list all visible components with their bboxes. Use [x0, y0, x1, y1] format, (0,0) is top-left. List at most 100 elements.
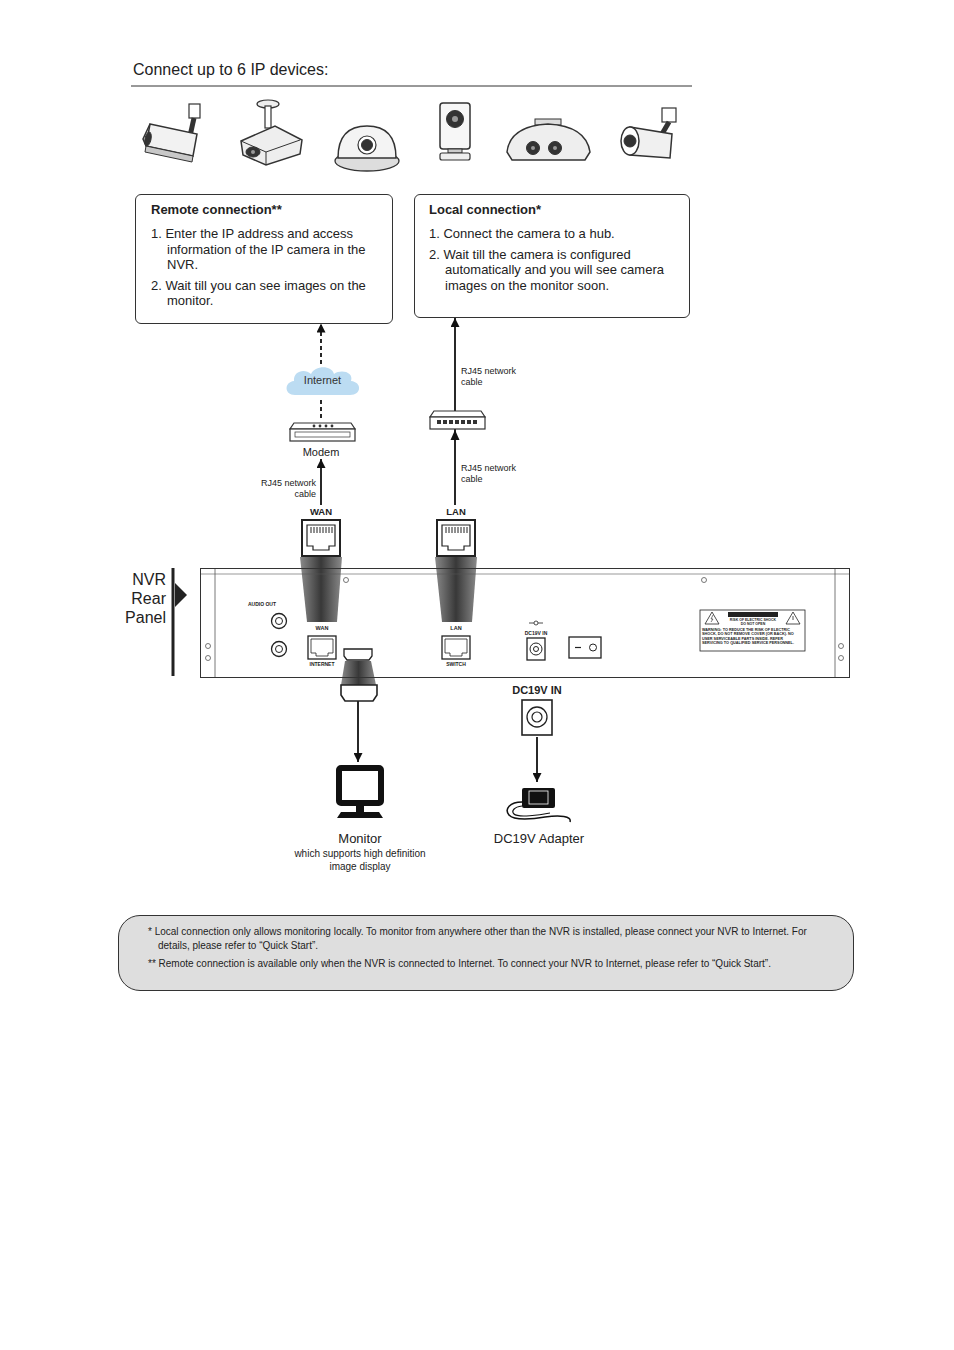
rj45-port-large [307, 525, 335, 550]
box-heading: Local connection* [429, 202, 681, 218]
audio-jack [276, 646, 283, 653]
connector [320, 459, 322, 505]
bullet-camera [624, 135, 636, 147]
modem-icon [295, 432, 350, 437]
rj45-port-large [446, 527, 467, 533]
dc-jack-small [527, 638, 545, 660]
rj45-port-small [308, 636, 336, 659]
title-rule [131, 86, 692, 87]
edge-label-holder: RJ45 network cable [461, 366, 521, 387]
port-label: WAN [299, 505, 343, 518]
flat-camera [507, 124, 590, 160]
connector [320, 397, 322, 418]
hdmi-port-large [341, 685, 377, 701]
network-hub [467, 420, 471, 424]
warning-plate [700, 610, 805, 651]
icon-space [497, 697, 577, 737]
warning-plate [705, 612, 719, 624]
dc-jack-large [527, 707, 547, 727]
modem-icon [290, 423, 355, 441]
cable-label: RJ45 network cable [461, 366, 521, 387]
port-caption: INTERNET [302, 661, 342, 667]
bullet-camera [143, 104, 200, 162]
monitor-icon [356, 806, 364, 812]
polarity-symbol [529, 621, 543, 625]
bullet-camera [189, 104, 200, 118]
box-heading: Remote connection** [151, 202, 384, 218]
modem-icon [325, 425, 328, 428]
warning-heading: RISK OF ELECTRIC SHOCK DO NOT OPEN [728, 618, 778, 626]
dome-camera [358, 136, 376, 154]
dc-jack-small [530, 643, 542, 655]
step-text: 2. Wait till you can see images on the m… [151, 278, 384, 309]
bullet-camera [662, 108, 676, 122]
port-caption: AUDIO OUT [238, 601, 286, 607]
step-text: 2. Wait till the camera is configured au… [429, 247, 681, 294]
panel-detail [835, 569, 836, 677]
hdmi-port-small [344, 649, 372, 660]
footnote-text: * Local connection only allows monitorin… [148, 925, 833, 953]
ceiling-camera [266, 152, 267, 165]
power-input-port: DC19V IN [497, 683, 577, 737]
ceiling-camera [265, 106, 271, 128]
ceiling-camera [246, 147, 260, 157]
label-holder: LAN [436, 625, 476, 631]
polarity-symbol [538, 623, 543, 624]
network-hub [437, 420, 441, 424]
modem-icon [290, 423, 355, 429]
port-caption: LAN [436, 625, 476, 631]
panel-heading: NVR Rear Panel [118, 570, 166, 627]
modem-icon [290, 429, 355, 441]
warning-plate [793, 616, 794, 620]
network-hub [430, 411, 485, 429]
label-holder: WAN [302, 625, 342, 631]
dome-camera [335, 126, 399, 171]
panel-detail [206, 644, 211, 649]
power-switch [590, 644, 597, 651]
cable-label: RJ45 network cable [252, 478, 316, 499]
label-holder: INTERNET [302, 661, 342, 667]
ceiling-camera [241, 126, 302, 165]
icon-space [434, 518, 478, 556]
internet-cloud: Internet [283, 364, 362, 397]
adapter-icon [529, 791, 548, 804]
port-zoom-band [435, 557, 477, 622]
power-switch [569, 637, 601, 658]
network-hub [449, 420, 453, 424]
bullet-camera [621, 127, 639, 155]
flat-camera [549, 142, 562, 155]
lan-port: LAN [434, 505, 478, 556]
cube-camera [452, 116, 458, 122]
bullet-camera [145, 146, 193, 162]
ceiling-camera [241, 100, 302, 165]
label-holder: RJ45 network cable [461, 463, 521, 484]
panel-bracket [172, 568, 175, 676]
monitor: Monitorwhich supports high definition im… [280, 762, 440, 873]
network-hub [443, 420, 447, 424]
port-caption: SWITCH [436, 661, 476, 667]
adapter-icon [507, 788, 570, 822]
rj45-port-large [311, 527, 332, 533]
connector [320, 324, 322, 365]
modem-icon [331, 425, 334, 428]
rj45-port-small [445, 639, 467, 656]
title-holder: Connect up to 6 IP devices: [133, 60, 328, 79]
warning-plate [786, 612, 800, 624]
cloud-label: Internet [283, 364, 362, 397]
panel-detail [839, 644, 844, 649]
panel-bracket [175, 583, 187, 607]
monitor-icon [339, 768, 381, 803]
port-label: DC19V IN [497, 683, 577, 697]
panel-detail [839, 656, 844, 661]
rj45-port-small [308, 636, 336, 659]
flat-camera [553, 146, 557, 150]
warning-text: WARNING: TO REDUCE THE RISK OF ELECTRIC … [702, 628, 803, 645]
network-hub [473, 420, 477, 424]
dome-camera [338, 126, 396, 158]
dc-jack-small [534, 647, 539, 652]
rj45-port-large [302, 520, 340, 556]
step-text: 1. Connect the camera to a hub. [429, 226, 681, 242]
edge-label-holder: RJ45 network cable [252, 478, 316, 499]
panel-detail [201, 569, 849, 677]
